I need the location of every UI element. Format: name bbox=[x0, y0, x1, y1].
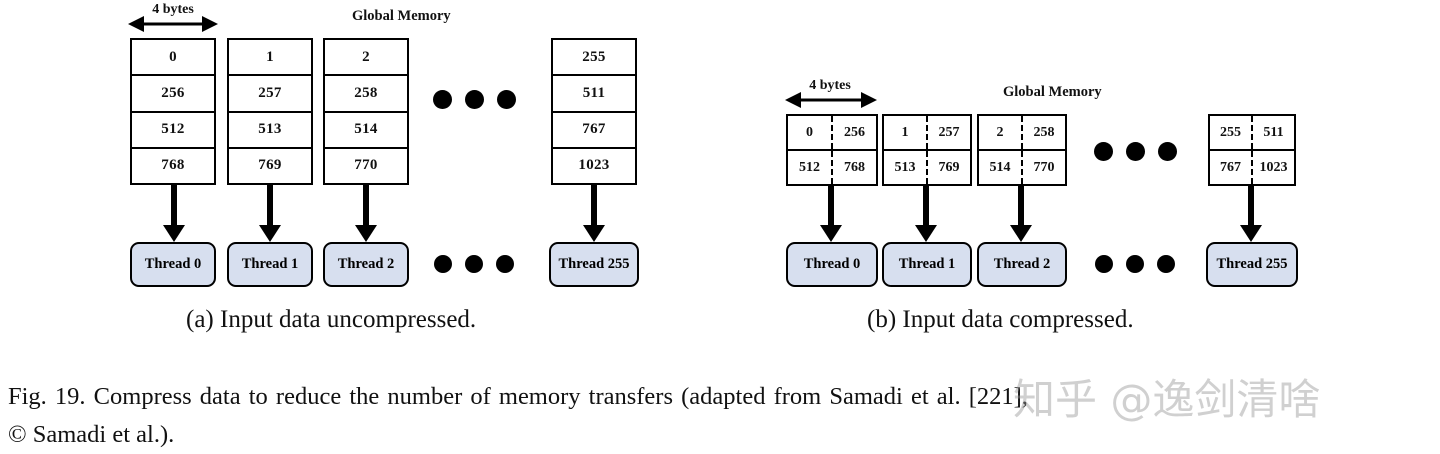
memory-column: 1 257 513 769 bbox=[227, 38, 313, 185]
memory-column: 0 256 512 768 bbox=[130, 38, 216, 185]
memory-column: 255 511 767 1023 bbox=[551, 38, 637, 185]
memory-cell: 514 bbox=[325, 113, 407, 149]
thread-box: Thread 0 bbox=[786, 242, 878, 287]
thread-box: Thread 0 bbox=[130, 242, 216, 287]
memory-cell: 513 bbox=[884, 151, 928, 184]
memory-row: 2 258 bbox=[979, 116, 1065, 151]
memory-cell: 511 bbox=[1263, 124, 1284, 140]
memory-column-compressed: 2 258 514 770 bbox=[977, 114, 1067, 186]
memory-cell: 513 bbox=[229, 113, 311, 149]
memory-row: 512 768 bbox=[788, 151, 876, 184]
transfer-arrow-icon bbox=[915, 186, 937, 242]
memory-cell: 257 bbox=[938, 124, 960, 140]
figure-caption-line-2: © Samadi et al.). bbox=[8, 421, 175, 448]
memory-cell: 767 bbox=[553, 113, 635, 149]
transfer-arrow-icon bbox=[1240, 186, 1262, 242]
thread-box: Thread 2 bbox=[323, 242, 409, 287]
memory-row: 0 256 bbox=[788, 116, 876, 151]
thread-box: Thread 255 bbox=[1206, 242, 1298, 287]
memory-cell: 2 bbox=[979, 116, 1023, 149]
memory-column-compressed: 0 256 512 768 bbox=[786, 114, 878, 186]
memory-cell: 0 bbox=[132, 40, 214, 77]
memory-cell: 257 bbox=[229, 76, 311, 113]
memory-row: 513 769 bbox=[884, 151, 970, 184]
memory-cell: 1023 bbox=[578, 157, 610, 174]
memory-cell: 768 bbox=[844, 159, 865, 175]
figure-caption-line-1: Fig. 19. Compress data to reduce the num… bbox=[8, 383, 1028, 410]
memory-cell: 514 bbox=[979, 151, 1023, 184]
measure-arrow-4-bytes-b bbox=[785, 92, 877, 108]
memory-cell: 512 bbox=[788, 151, 833, 184]
thread-box: Thread 1 bbox=[882, 242, 972, 287]
memory-cell: 256 bbox=[132, 76, 214, 113]
thread-box: Thread 255 bbox=[549, 242, 639, 287]
transfer-arrow-icon bbox=[355, 185, 377, 242]
transfer-arrow-icon bbox=[1010, 186, 1032, 242]
memory-column-compressed: 255 511 767 1023 bbox=[1208, 114, 1296, 186]
memory-cell: 256 bbox=[844, 124, 865, 140]
memory-cell: 2 bbox=[325, 40, 407, 77]
memory-cell: 1 bbox=[884, 116, 928, 149]
ellipsis-threads-b bbox=[1095, 255, 1175, 273]
thread-box: Thread 2 bbox=[977, 242, 1067, 287]
transfer-arrow-icon bbox=[583, 185, 605, 242]
global-memory-title-b: Global Memory bbox=[1003, 84, 1102, 100]
memory-cell: 769 bbox=[258, 157, 282, 174]
thread-box: Thread 1 bbox=[227, 242, 313, 287]
memory-column-compressed: 1 257 513 769 bbox=[882, 114, 972, 186]
global-memory-title-a: Global Memory bbox=[352, 8, 451, 24]
transfer-arrow-icon bbox=[820, 186, 842, 242]
memory-row: 1 257 bbox=[884, 116, 970, 151]
memory-cell: 770 bbox=[1033, 159, 1055, 175]
measure-label-4-bytes-b: 4 bytes bbox=[809, 78, 851, 93]
transfer-arrow-icon bbox=[259, 185, 281, 242]
memory-cell: 767 bbox=[1210, 151, 1253, 184]
memory-cell: 258 bbox=[325, 76, 407, 113]
memory-cell: 258 bbox=[1033, 124, 1055, 140]
memory-cell: 1023 bbox=[1259, 159, 1288, 175]
ellipsis-threads-a bbox=[434, 255, 514, 273]
figure-caption: Fig. 19. Compress data to reduce the num… bbox=[8, 378, 1438, 454]
memory-row: 514 770 bbox=[979, 151, 1065, 184]
memory-cell: 512 bbox=[132, 113, 214, 149]
memory-cell: 255 bbox=[553, 40, 635, 77]
memory-column: 2 258 514 770 bbox=[323, 38, 409, 185]
measure-arrow-4-bytes-a bbox=[128, 16, 218, 32]
memory-cell: 768 bbox=[161, 157, 185, 174]
memory-cell: 1 bbox=[229, 40, 311, 77]
transfer-arrow-icon bbox=[163, 185, 185, 242]
measure-label-4-bytes-a: 4 bytes bbox=[152, 2, 194, 17]
memory-cell: 255 bbox=[1210, 116, 1253, 149]
ellipsis-memory-b bbox=[1094, 142, 1177, 161]
subcaption-a: (a) Input data uncompressed. bbox=[186, 306, 477, 333]
subcaption-b: (b) Input data compressed. bbox=[867, 306, 1134, 333]
memory-cell: 770 bbox=[354, 157, 378, 174]
memory-row: 255 511 bbox=[1210, 116, 1294, 151]
memory-cell: 511 bbox=[553, 76, 635, 113]
ellipsis-memory-a bbox=[433, 90, 516, 109]
memory-cell: 0 bbox=[788, 116, 833, 149]
memory-row: 767 1023 bbox=[1210, 151, 1294, 184]
memory-cell: 769 bbox=[938, 159, 960, 175]
